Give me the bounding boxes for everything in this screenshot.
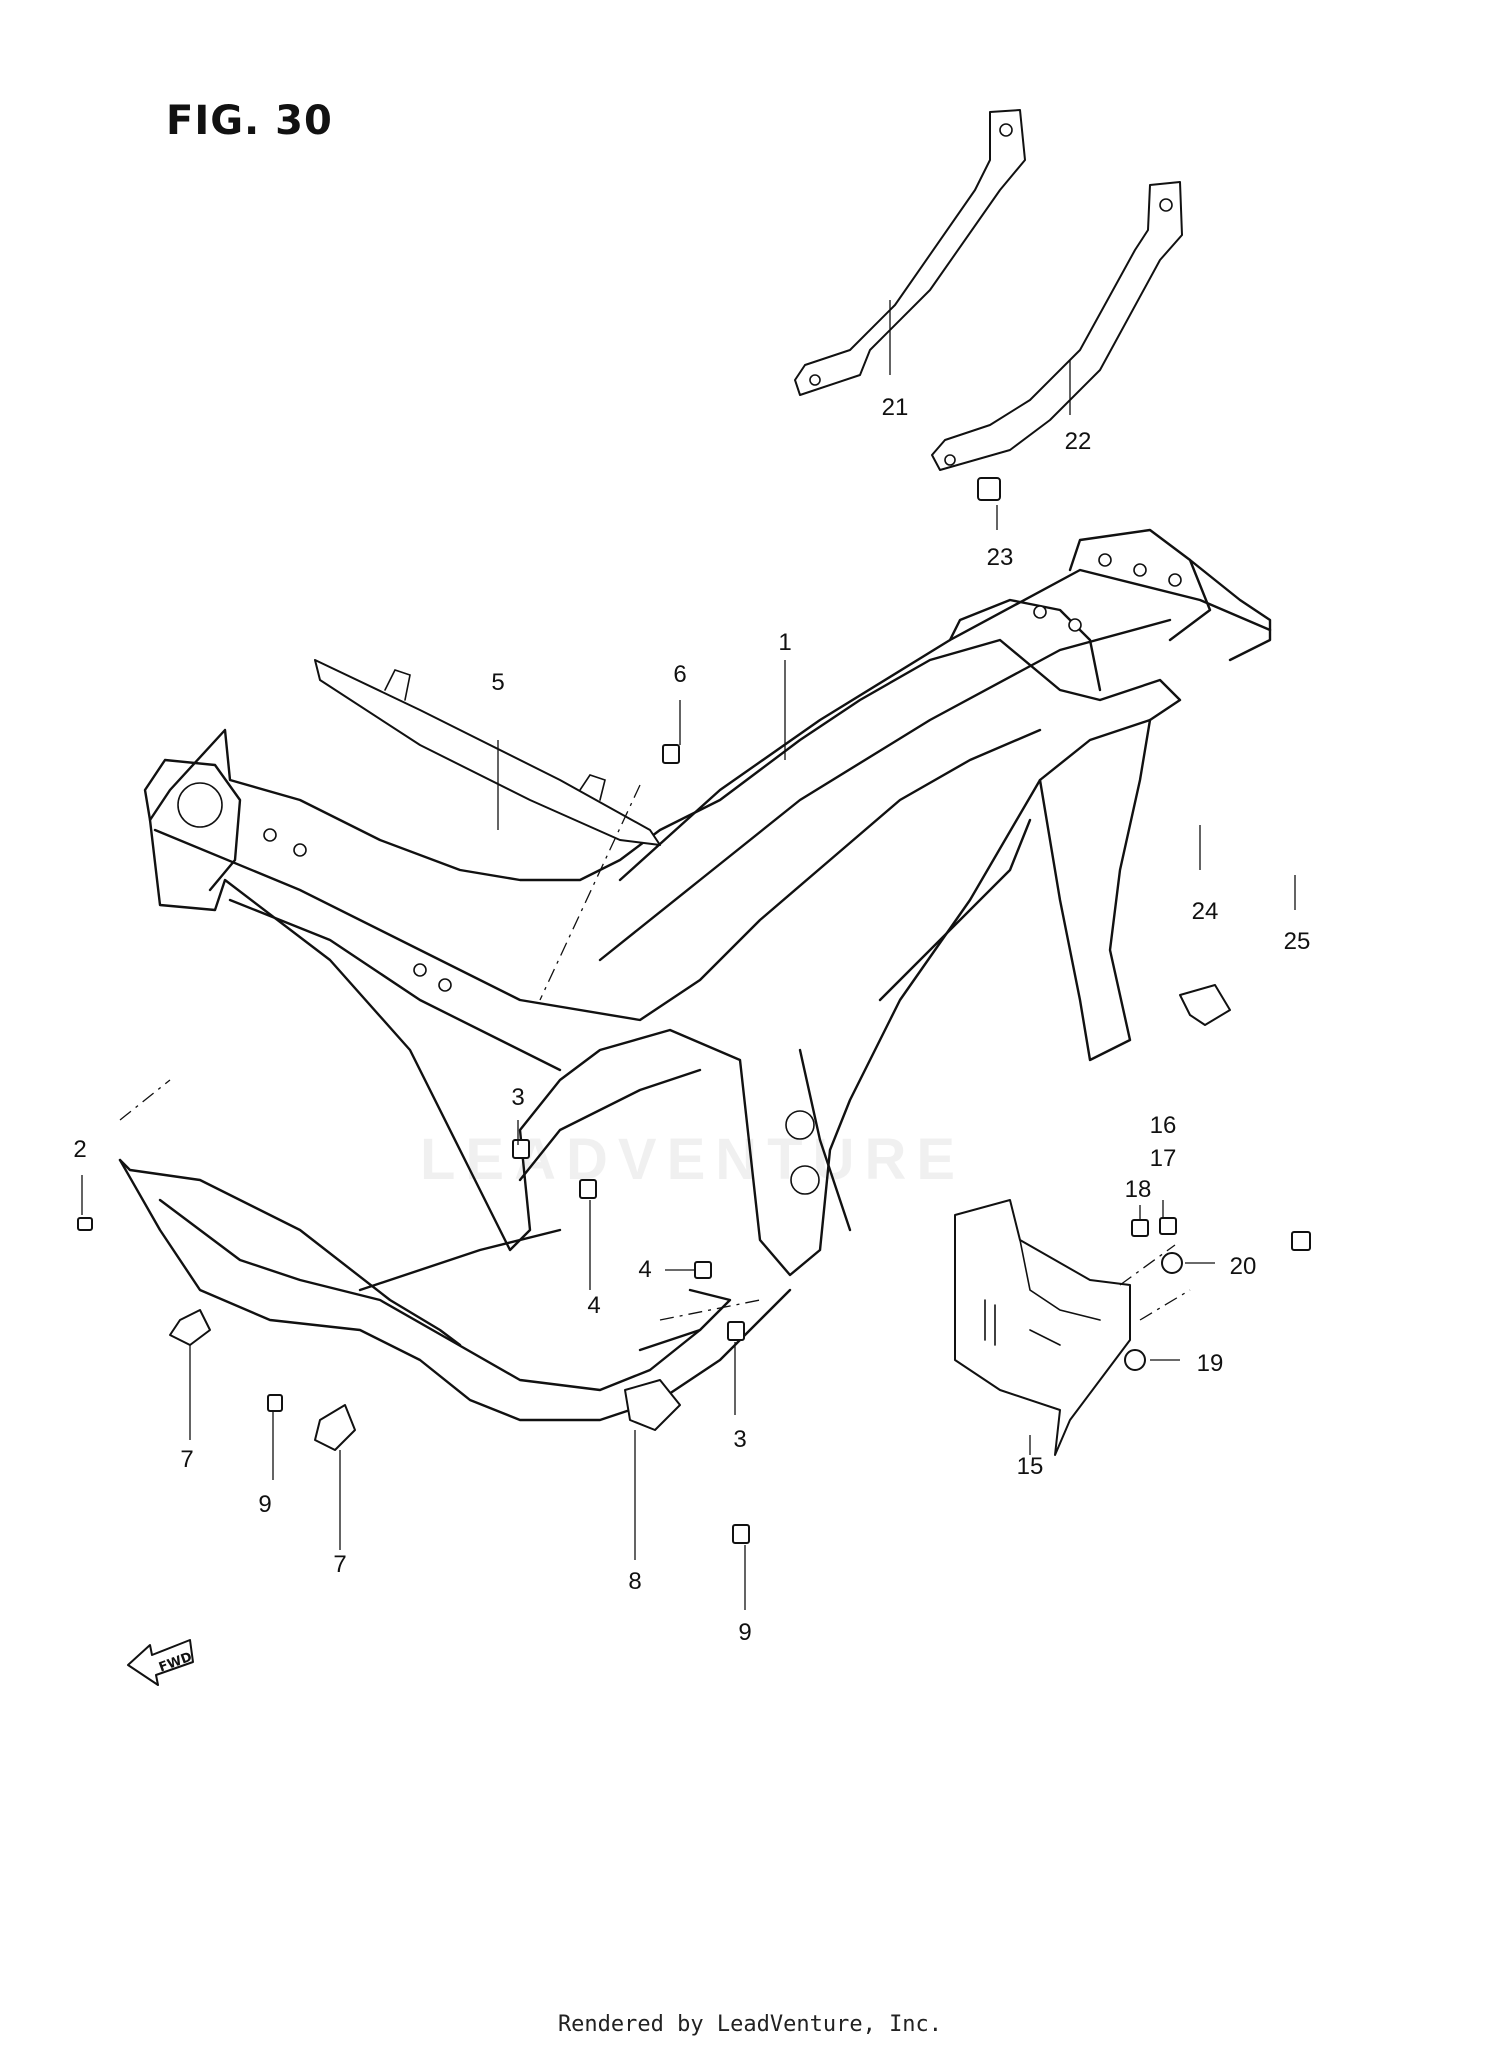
callout-3-lower: 3 (733, 1426, 747, 1453)
callout-21: 21 (881, 394, 909, 421)
callout-22: 22 (1064, 428, 1092, 455)
callout-4-left: 4 (587, 1292, 601, 1319)
callout-25: 25 (1283, 928, 1311, 955)
figure-title: FIG. 30 (166, 98, 333, 144)
callout-20: 20 (1229, 1253, 1257, 1280)
callout-23: 23 (986, 544, 1014, 571)
callout-4-right: 4 (638, 1256, 652, 1283)
leader-lines (81, 300, 1296, 1610)
callout-15: 15 (1016, 1453, 1044, 1480)
watermark-text: LEADVENTURE (420, 1127, 966, 1192)
callout-6: 6 (673, 661, 687, 688)
callout-7-right: 7 (333, 1551, 347, 1578)
fwd-arrow-icon: FWD (127, 1639, 194, 1686)
callout-9-right: 9 (738, 1619, 752, 1646)
part-15-battery-holder (954, 1199, 1131, 1456)
callout-3-upper: 3 (511, 1084, 525, 1111)
callout-5: 5 (491, 669, 505, 696)
small-hardware (77, 477, 1311, 1544)
part-5-front-rail (314, 659, 661, 846)
callout-17: 17 (1149, 1145, 1177, 1172)
callout-2: 2 (73, 1136, 87, 1163)
callout-19: 19 (1196, 1350, 1224, 1377)
lower-cradle-rail (118, 1158, 792, 1422)
callout-16: 16 (1149, 1112, 1177, 1139)
callout-1: 1 (778, 629, 792, 656)
callout-7-left: 7 (180, 1446, 194, 1473)
part-22-rear-stay (931, 181, 1183, 471)
footer-credit: Rendered by LeadVenture, Inc. (557, 2012, 943, 2037)
part-21-rear-stay (794, 109, 1026, 396)
callout-9-left: 9 (258, 1491, 272, 1518)
callout-18: 18 (1124, 1176, 1152, 1203)
main-frame (143, 528, 1272, 1277)
callout-8: 8 (628, 1568, 642, 1595)
callout-24: 24 (1191, 898, 1219, 925)
